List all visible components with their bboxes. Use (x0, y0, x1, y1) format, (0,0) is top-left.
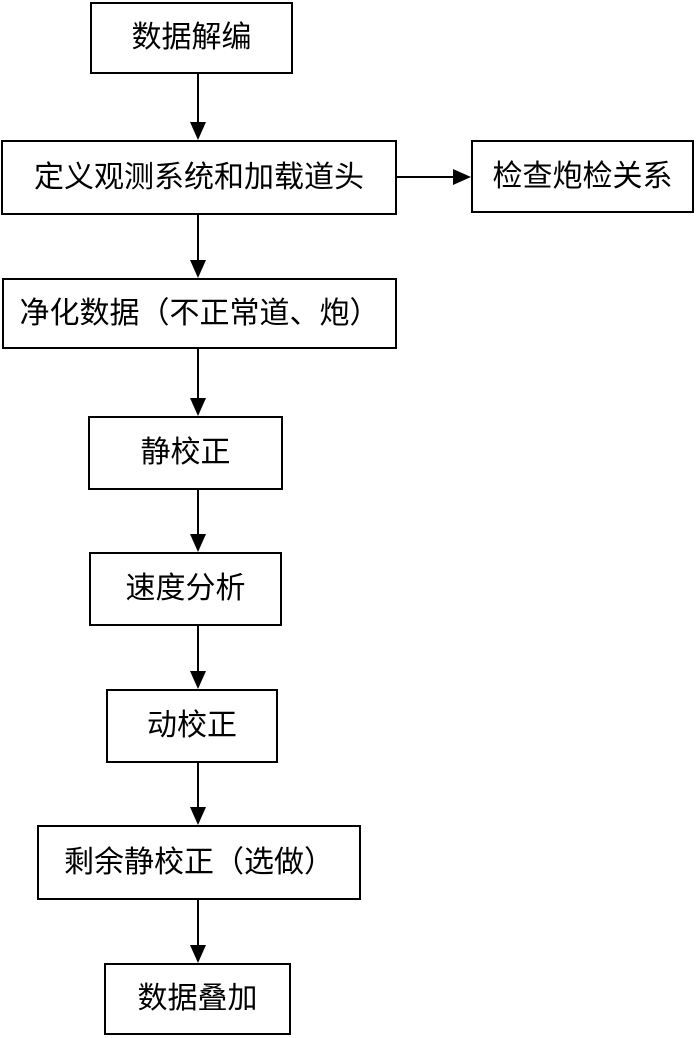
node-static-correction: 静校正 (88, 416, 283, 490)
edge-line-geometry-to-clean (197, 215, 199, 262)
arrowhead-down-icon (190, 945, 206, 963)
edge-line-velocity-to-nmo (197, 626, 199, 673)
arrowhead-right-icon (453, 169, 471, 185)
edge-line-static-to-velocity (197, 490, 199, 536)
arrowhead-down-icon (190, 260, 206, 278)
edge-line-residual-to-stack (197, 900, 199, 947)
arrowhead-down-icon (190, 534, 206, 552)
node-data-stack: 数据叠加 (104, 963, 291, 1035)
node-nmo-correction: 动校正 (106, 689, 278, 763)
node-velocity-analysis: 速度分析 (89, 552, 282, 626)
edge-line-demultiplex-to-geometry (197, 74, 199, 124)
node-residual-static-correction: 剩余静校正（选做） (37, 825, 361, 900)
node-define-geometry: 定义观测系统和加载道头 (1, 140, 397, 215)
node-check-shot-receiver: 检查炮检关系 (471, 140, 694, 213)
arrowhead-down-icon (190, 122, 206, 140)
node-clean-data: 净化数据（不正常道、炮） (2, 278, 397, 349)
edge-line-clean-to-static (197, 349, 199, 400)
arrowhead-down-icon (190, 398, 206, 416)
arrowhead-down-icon (190, 807, 206, 825)
edge-line-nmo-to-residual (197, 763, 199, 809)
edge-line-geometry-to-check (397, 176, 455, 178)
node-data-demultiplex: 数据解编 (90, 2, 293, 74)
arrowhead-down-icon (190, 671, 206, 689)
